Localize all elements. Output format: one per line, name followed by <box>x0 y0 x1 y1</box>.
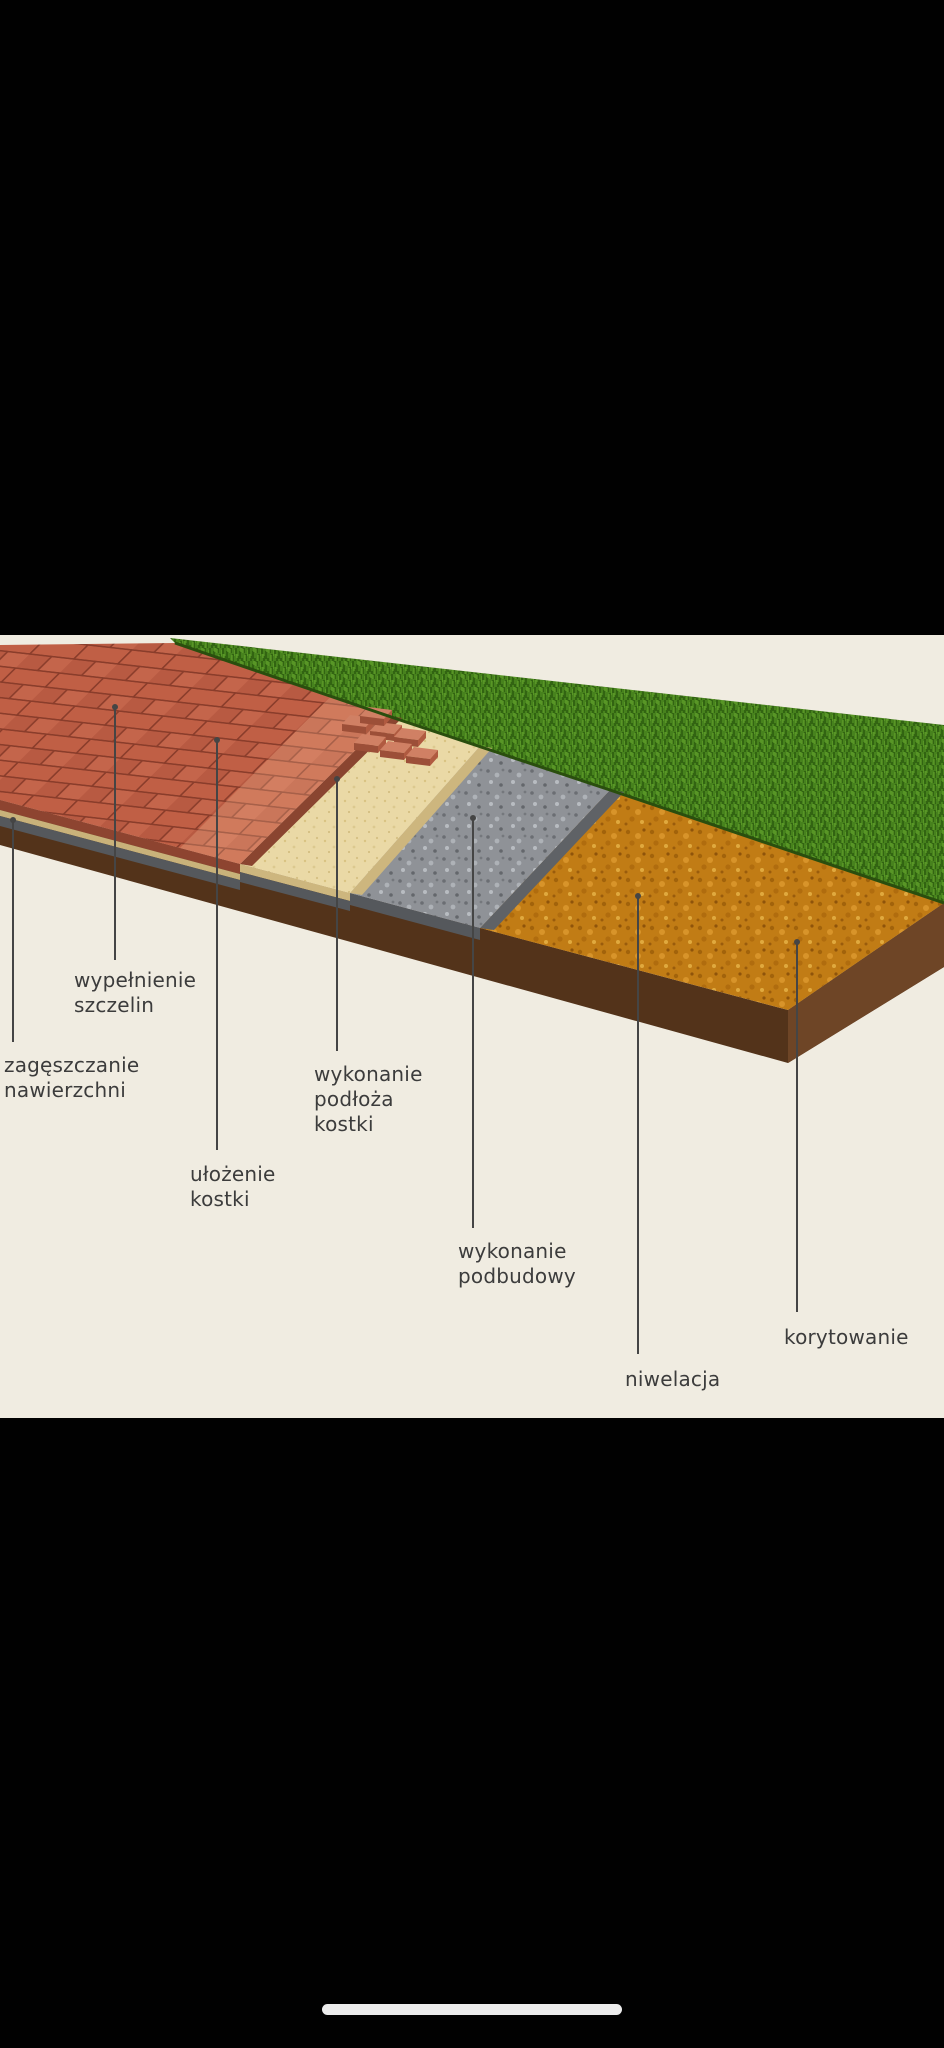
front-strata-base <box>350 893 480 940</box>
top-letterbox <box>0 0 944 635</box>
label-line: kostki <box>314 1112 374 1136</box>
paving-stages-illustration <box>0 638 944 1063</box>
front-strata-sand <box>240 864 350 901</box>
pavers-fresh-strip <box>180 697 390 864</box>
aggregate-step-face <box>480 790 624 930</box>
front-strata-pavers <box>0 800 240 874</box>
paver-step-face <box>240 716 402 866</box>
aggregate-layer <box>350 746 610 928</box>
label-line: niwelacja <box>625 1367 721 1391</box>
label-line: wypełnienie <box>74 968 197 992</box>
home-indicator[interactable] <box>322 2004 622 2015</box>
label-zageszczanie-nawierzchni: zagęszczanie nawierzchni <box>4 1053 139 1103</box>
sand-step-face <box>350 746 492 895</box>
label-niwelacja: niwelacja <box>625 1367 720 1392</box>
label-line: korytowanie <box>784 1325 909 1349</box>
label-line: ułożenie <box>190 1162 276 1186</box>
front-strata-base-mid <box>240 872 350 911</box>
label-line: wykonanie <box>314 1062 423 1086</box>
leader-line-ulozenie <box>214 737 220 1150</box>
diagram-canvas: wypełnienie szczelin zagęszczanie nawier… <box>0 635 944 1418</box>
label-line: wykonanie <box>458 1239 567 1263</box>
label-line: szczelin <box>74 993 155 1017</box>
label-line: kostki <box>190 1187 250 1211</box>
front-strata-sand-left <box>0 810 240 880</box>
bottom-letterbox <box>0 1418 944 2048</box>
front-strata-base-left <box>0 816 240 890</box>
leader-line-niwelacja <box>635 893 641 1354</box>
label-line: zagęszczanie <box>4 1053 140 1077</box>
label-line: nawierzchni <box>4 1078 126 1102</box>
label-wykonanie-podbudowy: wykonanie podbudowy <box>458 1239 576 1289</box>
end-edge-face <box>788 903 944 1063</box>
label-ulozenie-kostki: ułożenie kostki <box>190 1162 276 1212</box>
leader-line-korytowanie <box>794 939 800 1312</box>
label-line: podbudowy <box>458 1264 576 1288</box>
grass-cut-edge <box>174 641 944 905</box>
soil-layer <box>480 790 944 1010</box>
pavers-layer <box>0 643 390 864</box>
leader-line-podbudowa <box>470 815 476 1228</box>
label-line: podłoża <box>314 1087 394 1111</box>
label-wykonanie-podloza-kostki: wykonanie podłoża kostki <box>314 1062 423 1137</box>
label-korytowanie: korytowanie <box>784 1325 909 1350</box>
leader-line-podloze <box>334 776 340 1051</box>
leader-line-zageszczanie <box>10 817 16 1042</box>
label-wypelnienie-szczelin: wypełnienie szczelin <box>74 968 196 1018</box>
leader-line-wypelnienie <box>112 704 118 960</box>
